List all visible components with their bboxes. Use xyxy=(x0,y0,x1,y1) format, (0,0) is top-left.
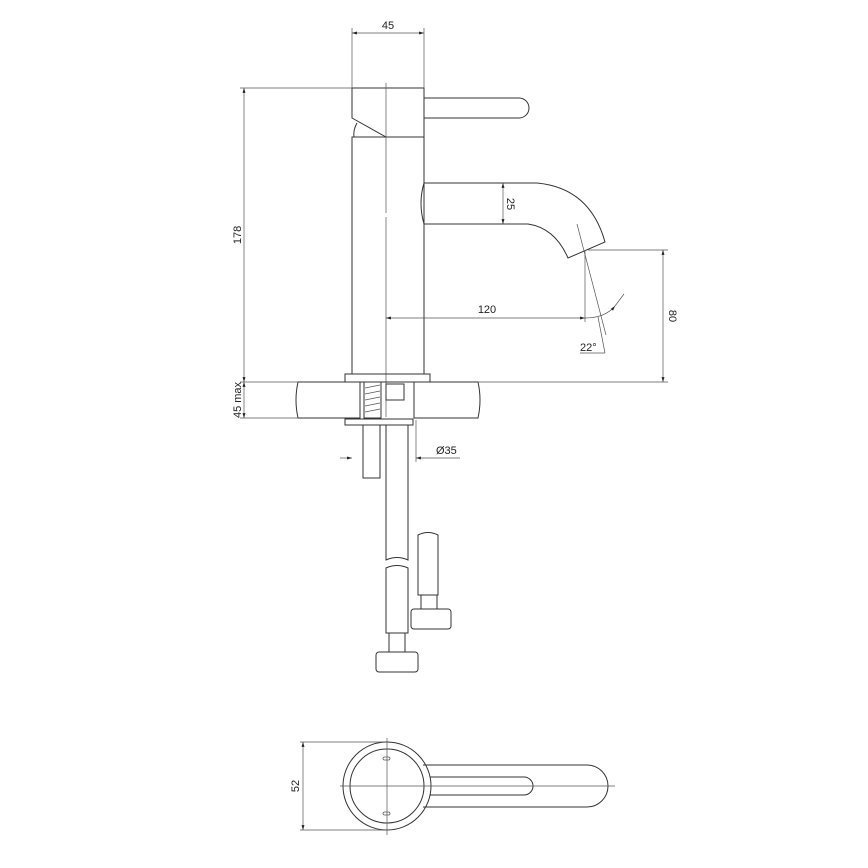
mounting-bolt xyxy=(362,424,381,479)
countertop-section xyxy=(240,381,668,426)
nut xyxy=(385,383,405,401)
dim-hole-diameter: Ø35 xyxy=(436,445,457,457)
handle-cap xyxy=(351,87,425,138)
dim-spout-angle: 22° xyxy=(580,342,597,354)
faucet-top-view: 52 xyxy=(290,738,615,835)
faucet-side-view xyxy=(344,83,607,480)
hose-nut-2 xyxy=(410,608,452,630)
dimensions: 45 178 45 max 25 120 80 22° Ø35 xyxy=(232,20,678,462)
body xyxy=(351,136,425,375)
base-plate xyxy=(344,373,431,383)
hose-nut-1 xyxy=(375,651,419,673)
dim-body-width: 45 xyxy=(382,20,394,32)
lever xyxy=(424,97,530,119)
dim-counter-thickness: 45 max xyxy=(232,381,244,418)
dim-spout-reach: 120 xyxy=(478,304,496,316)
dim-spout-height: 80 xyxy=(666,310,678,322)
spout xyxy=(420,182,606,259)
spout-axis xyxy=(576,223,607,336)
supply-hoses xyxy=(362,424,452,673)
hose-long xyxy=(385,424,409,561)
backnut-plate xyxy=(344,418,414,426)
dim-spout-diameter: 25 xyxy=(504,198,516,210)
dim-plan-width: 52 xyxy=(290,780,302,792)
threaded-rod xyxy=(363,381,382,419)
dim-total-height: 178 xyxy=(232,226,244,244)
hose-short xyxy=(417,532,439,596)
